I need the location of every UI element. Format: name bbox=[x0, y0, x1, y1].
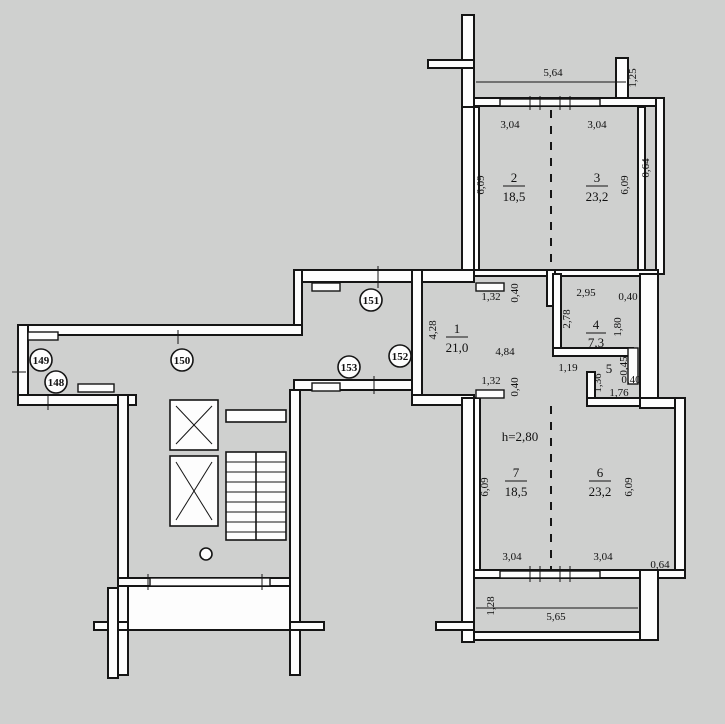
room-6-number: 6 bbox=[597, 465, 604, 480]
dim-room5-d: 1,76 bbox=[609, 387, 629, 399]
room-4-area: 7,3 bbox=[588, 335, 604, 350]
dim-room5-a: 1,36 bbox=[592, 373, 604, 393]
dim-room1-width: 4,28 bbox=[427, 320, 439, 340]
dim-balcony-bottom-width: 5,65 bbox=[546, 611, 566, 623]
dim-balcony-bottom-depth: 1,28 bbox=[485, 596, 497, 616]
room-7-number: 7 bbox=[513, 465, 520, 480]
dim-pier-top: 0,64 bbox=[640, 158, 652, 178]
dim-room5-b: 0,45 bbox=[618, 356, 630, 376]
tag-152: 152 bbox=[392, 351, 409, 363]
room-5-number: 5 bbox=[606, 361, 613, 376]
dim-room4-width: 2,95 bbox=[576, 287, 596, 299]
windows bbox=[27, 96, 639, 587]
dim-corridor-small: 1,19 bbox=[558, 362, 578, 374]
tag-150: 150 bbox=[174, 355, 191, 367]
room-1-number: 1 bbox=[454, 321, 461, 336]
room-7-area: 18,5 bbox=[505, 484, 528, 499]
tag-153: 153 bbox=[341, 362, 358, 374]
dim-room2-length: 6,09 bbox=[475, 175, 487, 195]
dim-balcony-top-depth: 1,25 bbox=[627, 68, 639, 88]
tag-151: 151 bbox=[363, 295, 380, 307]
dim-opening-top-depth: 0,40 bbox=[509, 283, 521, 303]
dim-pier-bottom: 0,64 bbox=[650, 559, 670, 571]
dim-room7-width: 3,04 bbox=[502, 551, 522, 563]
dim-room3-length: 6,09 bbox=[619, 175, 631, 195]
walls bbox=[17, 14, 686, 679]
room-6-area: 23,2 bbox=[589, 484, 612, 499]
ceiling-height: h=2,80 bbox=[502, 429, 539, 444]
dim-room2-width: 3,04 bbox=[500, 119, 520, 131]
dim-room5-c: 0,40 bbox=[621, 374, 641, 386]
dim-opening-top-left: 1,32 bbox=[481, 291, 500, 303]
dim-opening-bottom-left: 1,32 bbox=[481, 375, 500, 387]
dim-room4-depth: 2,78 bbox=[561, 309, 573, 329]
room-2-area: 18,5 bbox=[503, 189, 526, 204]
room-4-number: 4 bbox=[593, 317, 600, 332]
dim-room6-length: 6,09 bbox=[623, 477, 635, 497]
dimensions: 5,64 1,25 3,04 3,04 6,09 6,09 0,64 1,32 … bbox=[427, 67, 670, 623]
dim-room6-width: 3,04 bbox=[593, 551, 613, 563]
room-3-number: 3 bbox=[594, 170, 601, 185]
door-marks bbox=[12, 266, 379, 590]
room-1-area: 21,0 bbox=[446, 340, 469, 355]
dim-room3-width: 3,04 bbox=[587, 119, 607, 131]
dim-room4-side: 1,80 bbox=[612, 317, 624, 337]
tag-148: 148 bbox=[48, 377, 65, 389]
room-3-area: 23,2 bbox=[586, 189, 609, 204]
room-labels: 2 18,5 3 23,2 1 21,0 4 7,3 5 h=2,80 7 18… bbox=[446, 170, 613, 499]
dim-balcony-top-width: 5,64 bbox=[543, 67, 563, 79]
dim-opening-bottom-depth: 0,40 bbox=[509, 377, 521, 397]
elevator-stair-core bbox=[169, 399, 287, 561]
dim-room7-length: 6,09 bbox=[479, 477, 491, 497]
dim-pier-room4: 0,40 bbox=[618, 291, 638, 303]
tag-149: 149 bbox=[33, 355, 50, 367]
room-2-number: 2 bbox=[511, 170, 518, 185]
tag-bubbles: 149 148 150 151 152 153 bbox=[29, 288, 412, 394]
dim-hall-length: 4,84 bbox=[495, 346, 515, 358]
